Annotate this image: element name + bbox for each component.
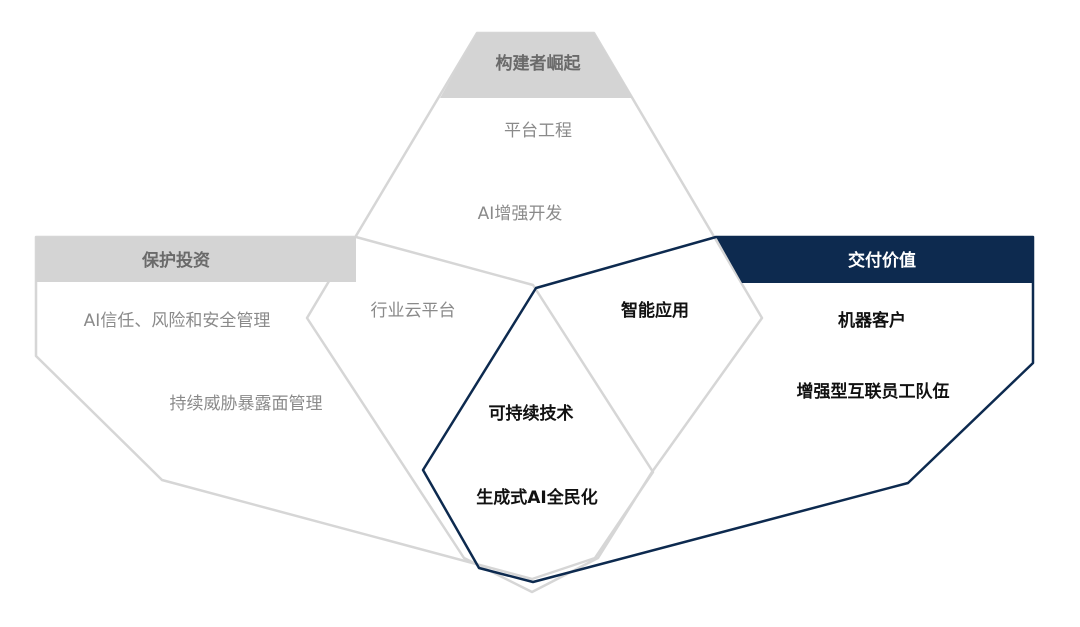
protect-shape (34, 235, 655, 581)
protect-header-band (36, 237, 356, 282)
overlap-sustainable-tech: 可持续技术 (489, 403, 574, 424)
builders-item-ai-augmented-dev: AI增强开发 (478, 204, 563, 224)
protect-item-ai-trism: AI信任、风险和安全管理 (84, 311, 271, 331)
protect-item-ctem: 持续威胁暴露面管理 (170, 394, 323, 414)
builders-item-platform-engineering: 平台工程 (504, 121, 572, 141)
deliver-item-machine-customers: 机器客户 (838, 310, 906, 331)
deliver-item-connected-workforce: 增强型互联员工队伍 (797, 381, 950, 402)
builders-header-band (440, 33, 633, 98)
deliver-title: 交付价值 (848, 250, 916, 271)
protect-title: 保护投资 (141, 250, 210, 271)
builders-title: 构建者崛起 (496, 53, 582, 74)
overlap-industry-cloud: 行业云平台 (371, 301, 456, 321)
builders-shape (305, 31, 764, 594)
overlap-democratized-genai: 生成式AI全民化 (476, 487, 597, 508)
deliver-header-band (716, 237, 1033, 283)
overlap-intelligent-apps: 智能应用 (621, 300, 689, 321)
